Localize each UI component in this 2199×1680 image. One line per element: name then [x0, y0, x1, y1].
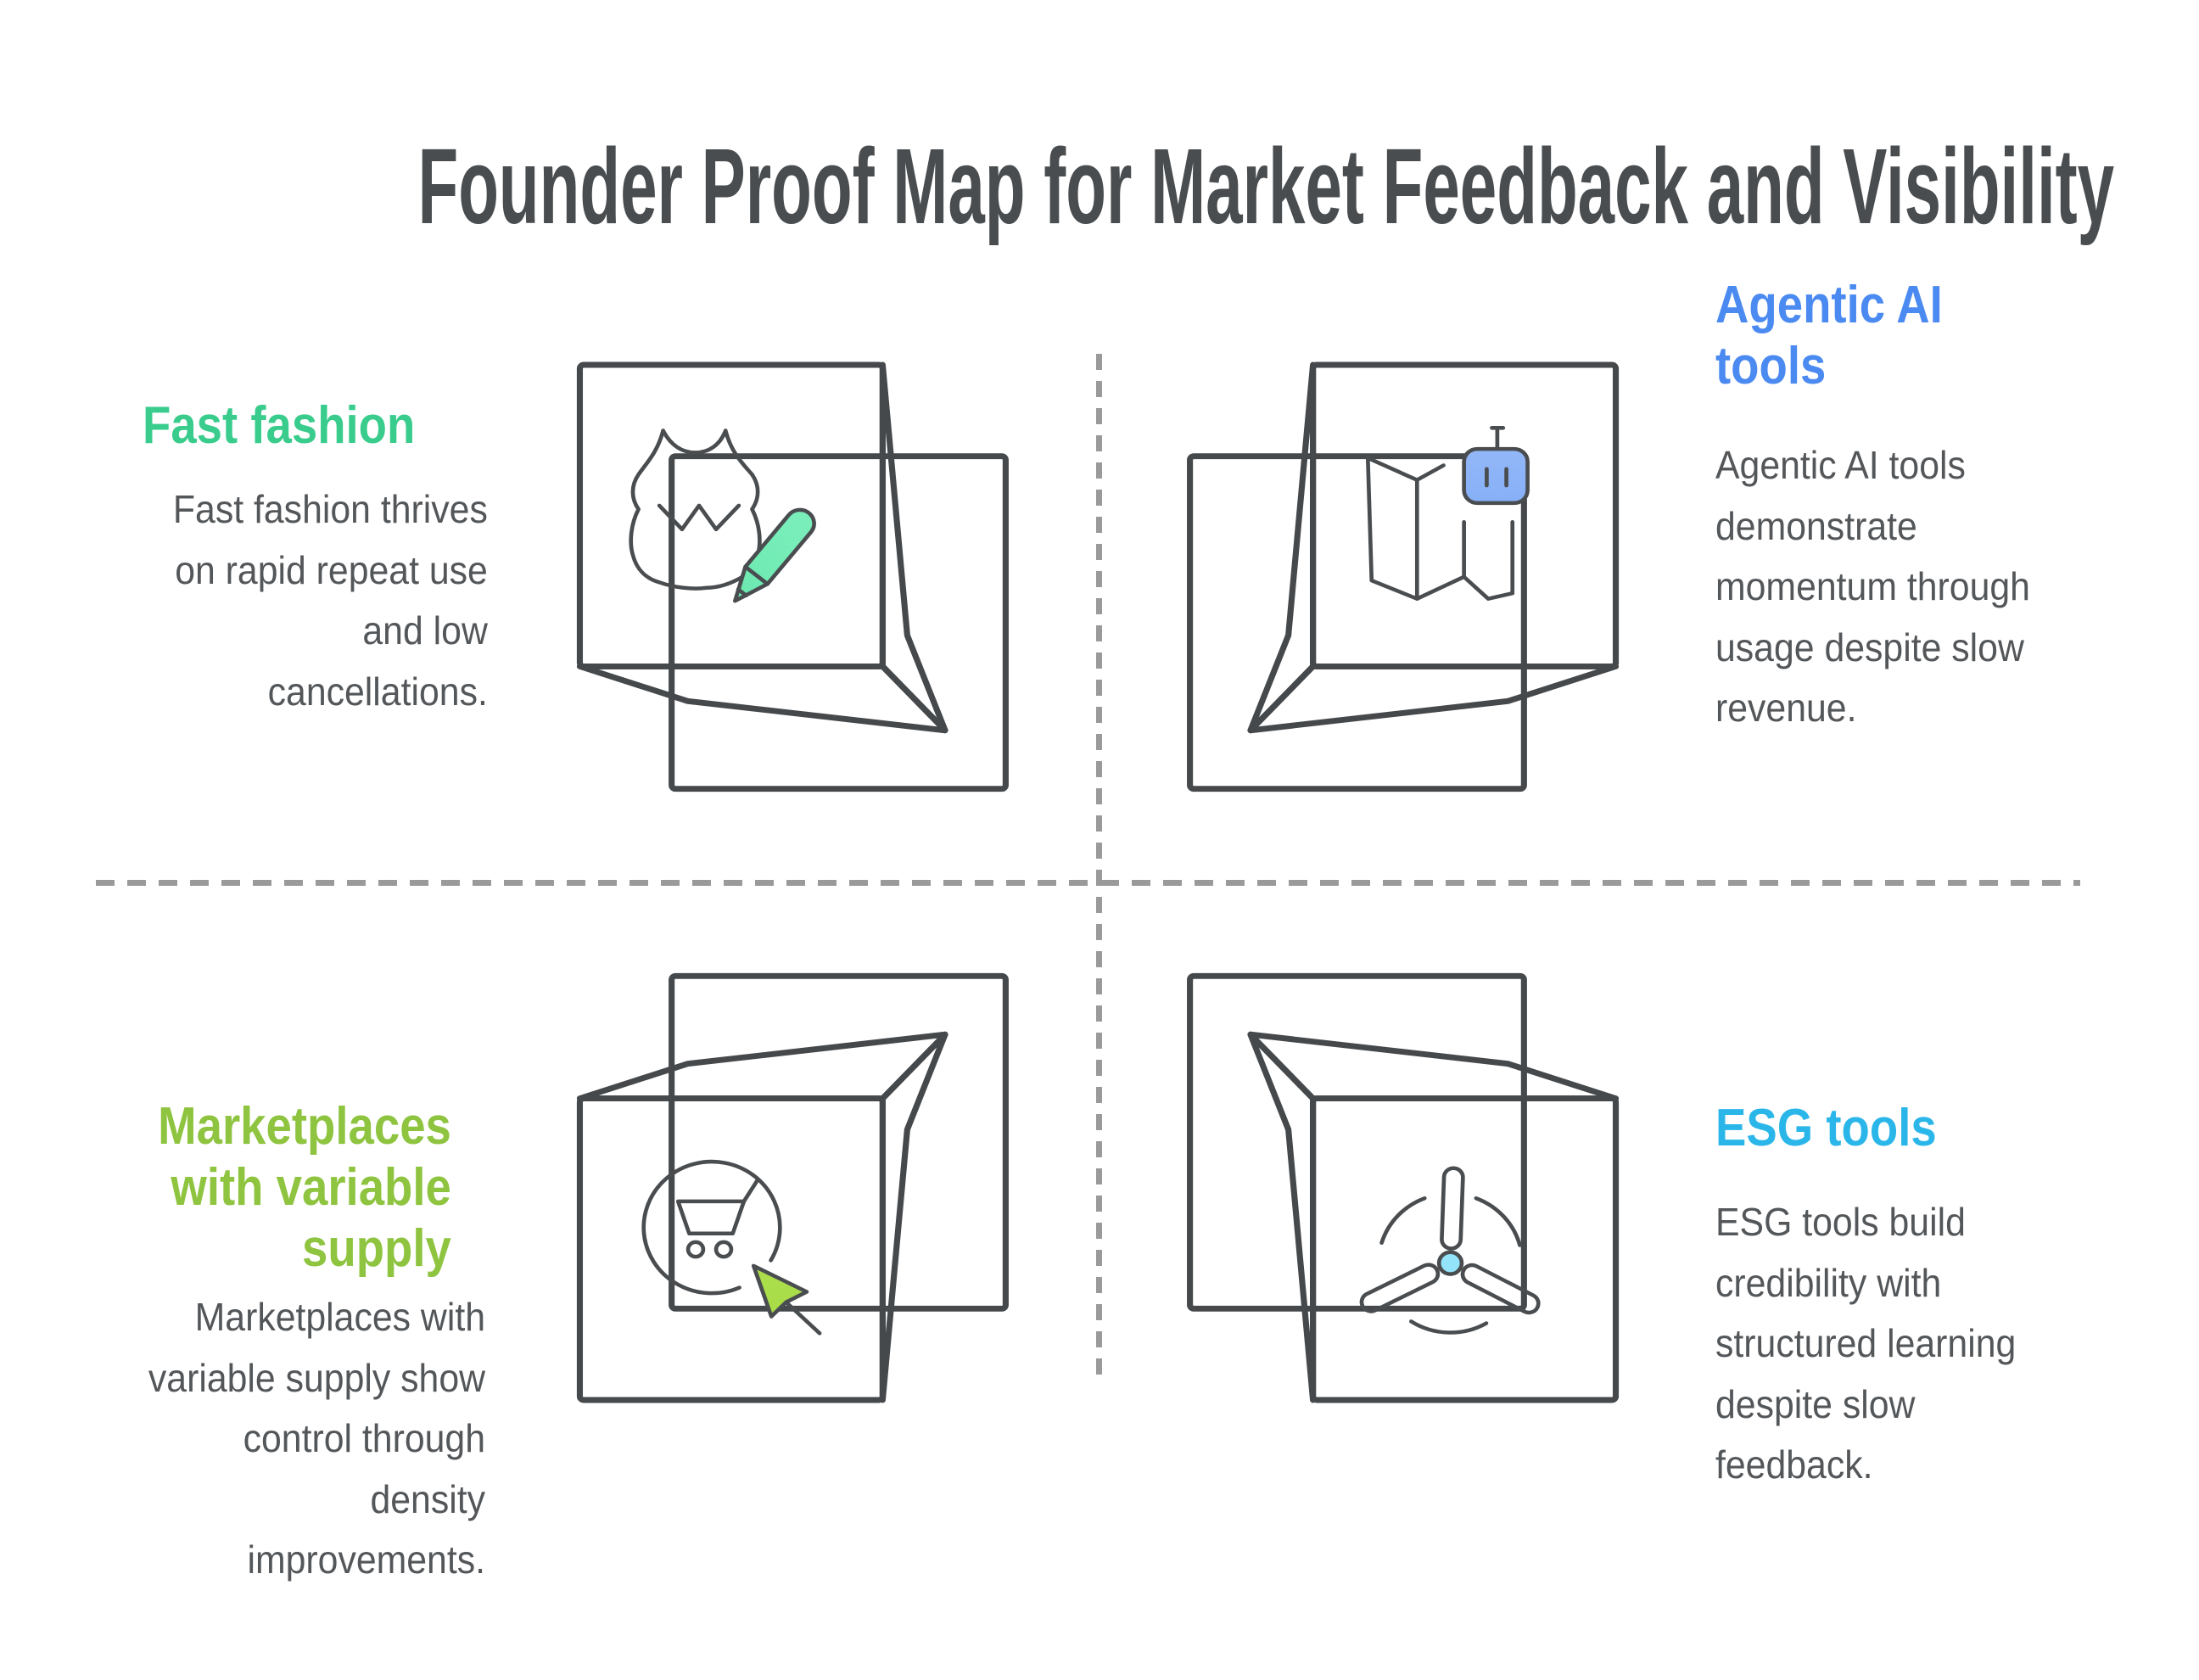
esg-tools-body: ESG tools build credibility with structu…	[1715, 1200, 2017, 1487]
blue-3d-cube	[1187, 361, 1620, 792]
esg-tools-heading: ESG tools	[1715, 1099, 1937, 1157]
agentic-ai-tools-body: Agentic AI tools demonstrate momentum th…	[1715, 443, 2030, 730]
agentic-ai-tools-cube-icon	[1187, 361, 1620, 792]
marketplaces-heading: Marketplaces with variable supply	[158, 1097, 451, 1278]
marketplaces-cube-icon	[576, 972, 1009, 1403]
map-icon	[1365, 456, 1515, 601]
pencil-icon	[733, 507, 816, 603]
vertical-dashed-divider	[1096, 354, 1102, 1375]
agentic-ai-tools-heading: Agentic AI tools	[1715, 276, 1943, 395]
shopping-cart-icon	[641, 1159, 782, 1296]
marketplaces-body: Marketplaces with variable supply show c…	[148, 1295, 485, 1582]
fast-fashion-cube-icon	[576, 361, 1009, 792]
fast-fashion-body: Fast fashion thrives on rapid repeat use…	[173, 487, 488, 714]
wind-turbine-icon	[1359, 1166, 1541, 1335]
green-3d-cube	[576, 361, 1009, 792]
cyan-3d-cube	[1187, 972, 1620, 1403]
robot-icon	[1462, 426, 1530, 506]
esg-tools-cube-icon	[1187, 972, 1620, 1403]
fast-fashion-heading: Fast fashion	[143, 396, 416, 455]
page-title: Founder Proof Map for Market Feedback an…	[417, 126, 2115, 246]
cursor-arrow-icon	[751, 1263, 822, 1336]
horizontal-dashed-divider	[96, 880, 2080, 886]
lime-3d-cube	[576, 972, 1009, 1403]
